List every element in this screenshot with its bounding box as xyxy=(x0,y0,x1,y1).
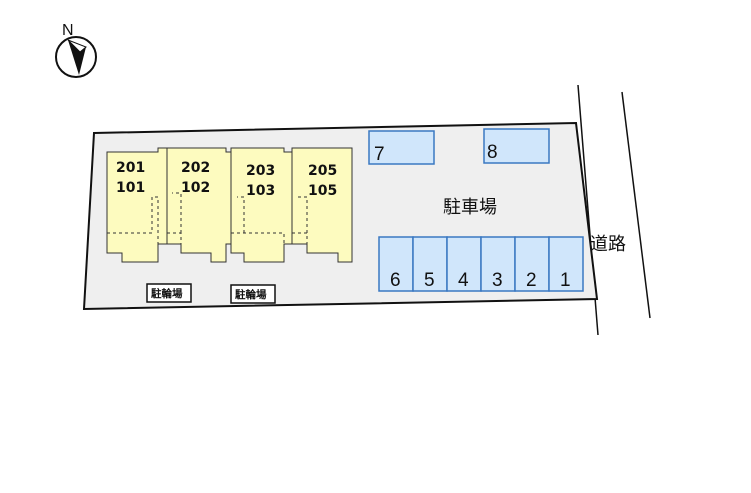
unit-lower-number: 105 xyxy=(308,183,337,199)
parking-space-number: 6 xyxy=(390,270,401,291)
unit-lower-number: 102 xyxy=(181,180,210,196)
parking-space-number: 2 xyxy=(526,270,537,291)
parking-space: 3 xyxy=(480,236,516,292)
parking-label: 駐車場 xyxy=(443,197,497,218)
apartment-building: 201 101 202 102 203 103 205 105 xyxy=(106,147,353,263)
parking-space: 6 xyxy=(378,236,414,292)
parking-space: 4 xyxy=(446,236,482,292)
unit-block: 201 101 xyxy=(106,147,168,263)
unit-lower-number: 103 xyxy=(246,183,275,199)
parking-area: 駐車場 7 8 6 5 4 3 2 1 xyxy=(368,128,584,292)
unit-upper-number: 201 xyxy=(116,160,145,176)
north-arrow-icon: N xyxy=(55,22,97,78)
unit-block: 205 105 xyxy=(291,147,353,263)
parking-space: 1 xyxy=(548,236,584,292)
bicycle-parking: 駐輪場 駐輪場 xyxy=(146,283,276,304)
parking-space-number: 7 xyxy=(374,144,385,165)
parking-space: 8 xyxy=(483,128,550,164)
parking-space: 5 xyxy=(412,236,448,292)
parking-space-number: 1 xyxy=(560,270,571,291)
bicycle-parking-label: 駐輪場 xyxy=(235,288,267,301)
parking-space-number: 4 xyxy=(458,270,469,291)
parking-space-number: 3 xyxy=(492,270,503,291)
parking-space-number: 5 xyxy=(424,270,435,291)
road-label: 道路 xyxy=(590,234,626,255)
parking-space-number: 8 xyxy=(487,142,498,163)
unit-upper-number: 202 xyxy=(181,160,210,176)
parking-space: 7 xyxy=(368,130,435,165)
parking-space: 2 xyxy=(514,236,550,292)
unit-upper-number: 203 xyxy=(246,163,275,179)
unit-lower-number: 101 xyxy=(116,180,145,196)
unit-block: 202 102 xyxy=(166,147,232,263)
north-label: N xyxy=(62,22,74,39)
unit-upper-number: 205 xyxy=(308,163,337,179)
unit-block: 203 103 xyxy=(230,147,293,263)
bicycle-parking-label: 駐輪場 xyxy=(151,287,183,300)
